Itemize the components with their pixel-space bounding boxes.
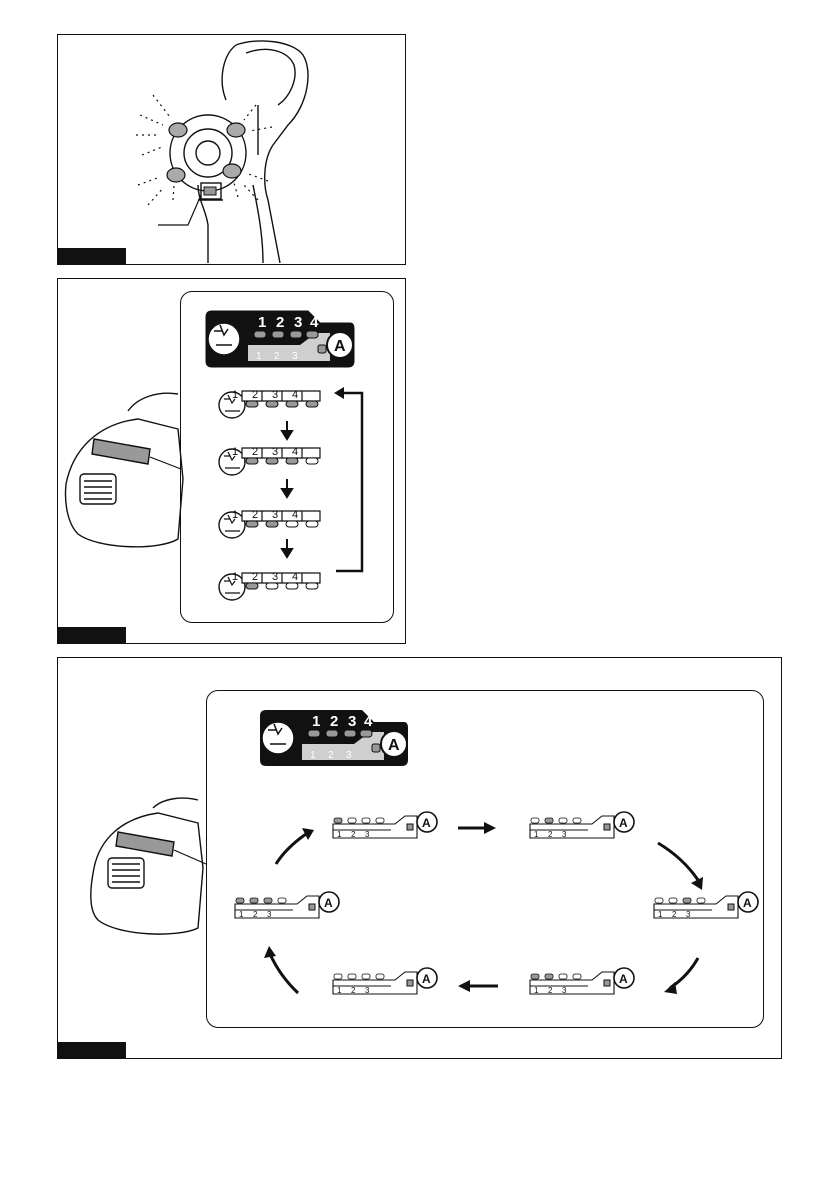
digit-2: 2: [330, 713, 338, 730]
cycle-panel-left: [235, 892, 339, 919]
mini-digit-3: 3: [272, 509, 278, 521]
bottom-digit-2: 2: [328, 750, 334, 761]
mini-digit-1: 1: [232, 389, 238, 401]
cycle-panels: [235, 812, 758, 995]
mini-digit-4: 4: [292, 509, 298, 521]
mini-digit-4: 4: [292, 389, 298, 401]
bottom-digit-1: 1: [310, 750, 316, 761]
digit-3: 3: [348, 713, 356, 730]
bottom-digit-3: 3: [346, 750, 352, 761]
cycle-panel-right: [654, 892, 758, 919]
mini-digit-4: 4: [292, 571, 298, 583]
mini-digit-1: 1: [232, 571, 238, 583]
cycle-panel-top-left: [333, 812, 437, 839]
cycle-panel-bottom-left: [333, 968, 437, 995]
mini-digit-3: 3: [272, 389, 278, 401]
mini-digit-4: 4: [292, 446, 298, 458]
cycle-panel-bottom-right: [530, 968, 634, 995]
mini-digit-1: 1: [232, 446, 238, 458]
digit-1: 1: [312, 713, 320, 730]
mini-digit-2: 2: [252, 389, 258, 401]
mini-digit-2: 2: [252, 571, 258, 583]
switch-panel-large-2: 1 2 3 4 1 2 3 A: [260, 710, 408, 766]
mini-digit-2: 2: [252, 509, 258, 521]
mini-digit-3: 3: [272, 446, 278, 458]
mini-digit-3: 3: [272, 571, 278, 583]
mini-digit-1: 1: [232, 509, 238, 521]
mode-cycle-illustration: 1 2 3 4 1 2 3 A: [58, 658, 780, 1057]
mini-digit-2: 2: [252, 446, 258, 458]
figure-tag: [58, 1042, 126, 1058]
cycle-panel-top-right: [530, 812, 634, 839]
digit-4: 4: [364, 713, 373, 730]
auto-mode-letter: A: [388, 737, 400, 754]
figure-3-frame: 1 2 3 4 1 2 3 A: [57, 657, 782, 1059]
